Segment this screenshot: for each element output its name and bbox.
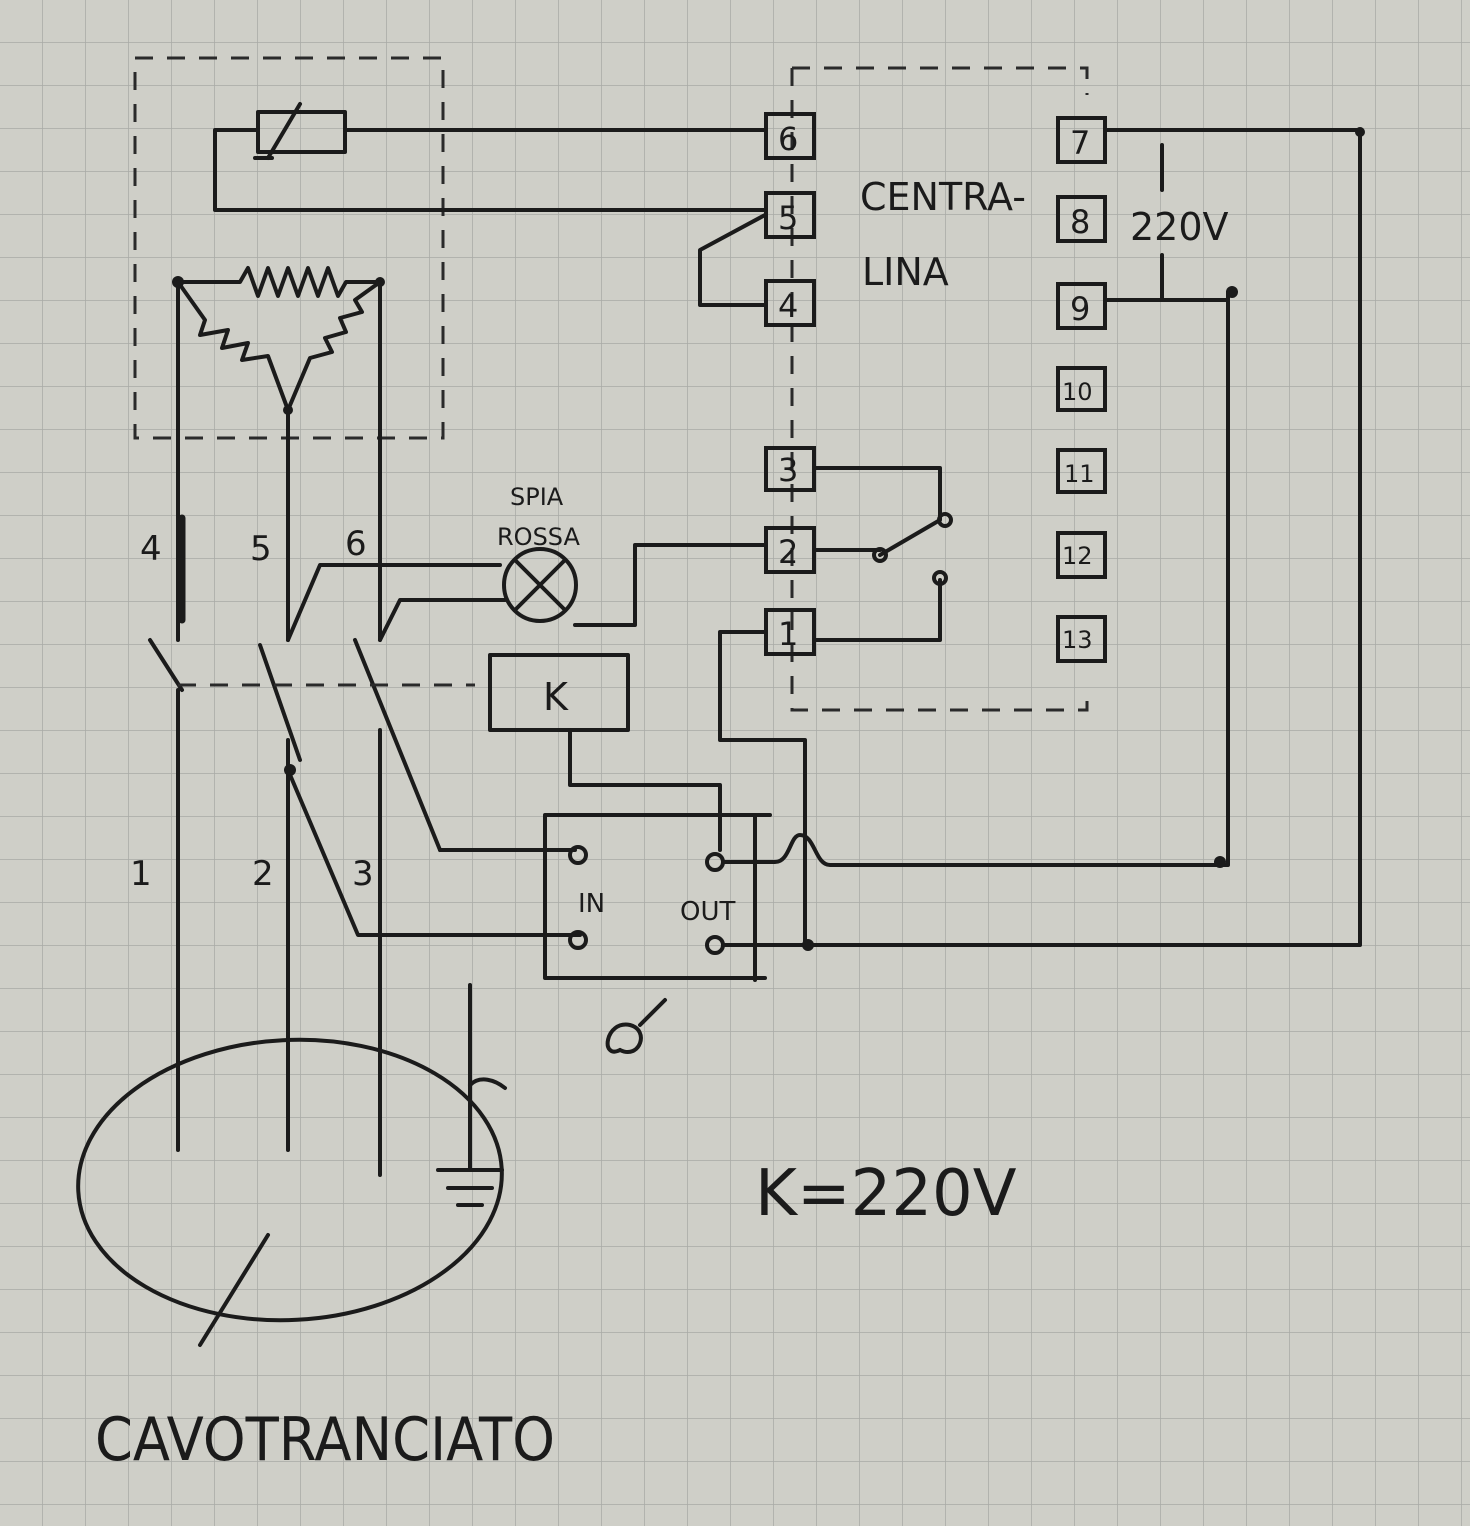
terminal-10: 10 — [1062, 378, 1093, 406]
motor-leads — [176, 280, 507, 642]
contactor-coil — [488, 653, 722, 852]
terminal-9: 9 — [1070, 290, 1090, 328]
control-panel-outline — [698, 66, 1230, 712]
coil-voltage-note: K=220V — [755, 1157, 1017, 1231]
winding-label-4: 4 — [140, 529, 162, 569]
terminal-13: 13 — [1062, 626, 1093, 654]
supply-voltage-label: 220V — [1130, 205, 1229, 249]
coil-label: K — [543, 675, 569, 719]
red-lamp-icon — [502, 543, 767, 627]
terminal-5: 5 — [778, 199, 798, 237]
out-label: OUT — [680, 897, 735, 927]
main-switch-contacts — [148, 638, 582, 1177]
in-label: IN — [578, 889, 605, 919]
terminal-1: 1 — [778, 615, 798, 653]
panel-label-1: CENTRA- — [860, 175, 1026, 219]
cut-cable-marker — [76, 1037, 504, 1347]
line-label-3: 3 — [352, 854, 374, 894]
terminal-7: 7 — [1070, 124, 1090, 162]
panel-left-terminals: 6 5 4 3 2 1 — [764, 112, 816, 656]
winding-label-6: 6 — [345, 524, 367, 564]
terminal-11: 11 — [1064, 460, 1095, 488]
terminal-6: 6 — [778, 120, 798, 158]
ground-icon — [436, 983, 507, 1207]
motor-enclosure — [133, 56, 445, 440]
cut-cable-label: CAVOTRANCIATO — [95, 1405, 555, 1475]
terminal-3: 3 — [778, 451, 798, 489]
lamp-label-1: SPIA — [510, 483, 564, 511]
terminal-2: 2 — [778, 533, 798, 571]
lamp-label-2: ROSSA — [497, 523, 580, 551]
switch-box — [543, 127, 1365, 1054]
terminal-12: 12 — [1062, 542, 1093, 570]
thermistor-icon — [213, 102, 767, 212]
terminal-4: 4 — [778, 287, 798, 325]
panel-right-terminals: 7 8 9 10 11 12 13 — [1056, 116, 1107, 663]
panel-label-2: LINA — [862, 250, 949, 294]
line-label-2: 2 — [252, 854, 274, 894]
line-label-1: 1 — [130, 854, 152, 894]
winding-label-5: 5 — [250, 529, 272, 569]
terminal-8: 8 — [1070, 203, 1090, 241]
